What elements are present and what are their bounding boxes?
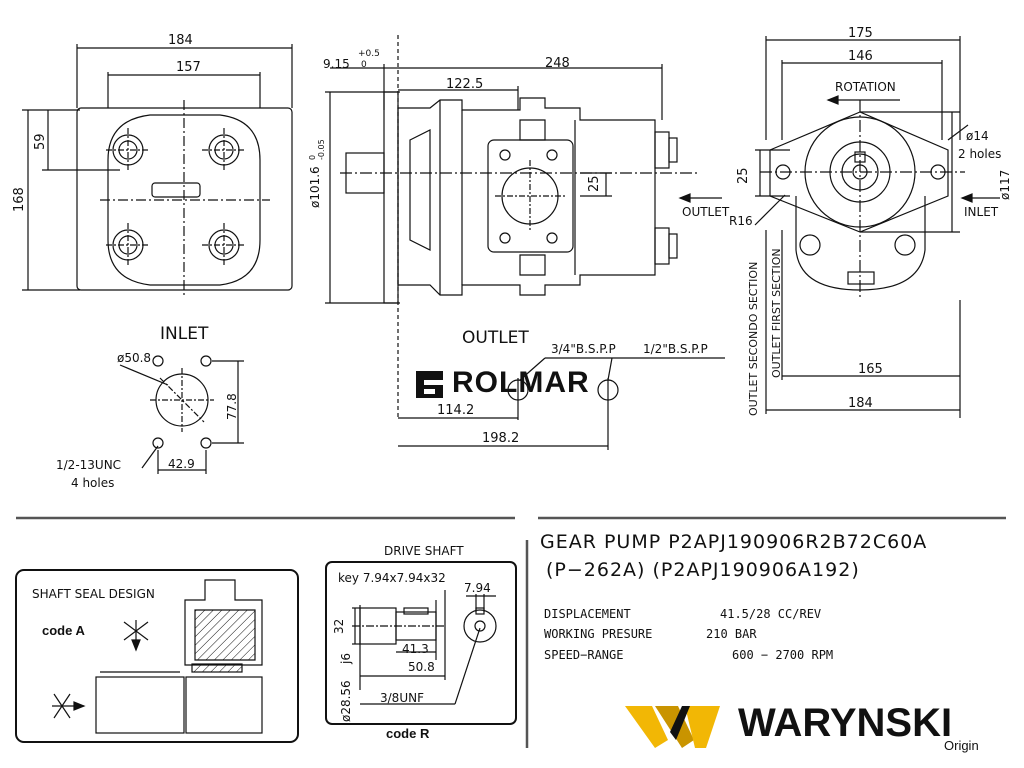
dim-unf: 3/8UNF: [380, 691, 424, 705]
dim-9-15: 9.15: [323, 57, 350, 71]
warynski-origin-text: Origin: [944, 738, 979, 753]
spec-value: 600 − 2700 RPM: [732, 648, 834, 662]
spec-row: WORKING PRESURE 210 BAR: [544, 628, 904, 649]
end-view: [754, 36, 1000, 418]
dim-101-6-tol: 0 -0.05: [308, 139, 326, 160]
outlet-side-label: OUTLET: [682, 205, 730, 219]
dim-25-mid: 25: [587, 175, 602, 192]
dim-59: 59: [33, 133, 48, 150]
dim-28-56: ø28.56: [339, 680, 353, 722]
dim-157: 157: [176, 60, 201, 75]
outlet-label: OUTLET: [462, 328, 529, 348]
left-port-view: [22, 44, 293, 296]
bsp-1-2: 1/2"B.S.P.P: [643, 342, 708, 356]
dim-9-15-tol-low: 0: [361, 60, 367, 70]
warynski-logo-text: WARYNSKI: [738, 701, 953, 745]
dim-42-9: 42.9: [168, 457, 195, 471]
dim-7-94: 7.94: [464, 581, 491, 595]
dim-198-2: 198.2: [482, 431, 520, 446]
dim-9-15-tol-up: +0.5: [358, 49, 380, 59]
dim-key: key 7.94x7.94x32: [338, 571, 446, 585]
code-a-label: code A: [42, 623, 85, 638]
rolmar-logo-text: ROLMAR: [452, 366, 590, 399]
spec-value: 41.5/28 CC/REV: [720, 607, 822, 621]
dim-r16: R16: [729, 214, 753, 228]
dim-146: 146: [848, 49, 873, 64]
rotation-label: ROTATION: [835, 80, 896, 94]
shaft-seal-box: [15, 569, 299, 743]
side-view: [325, 35, 725, 450]
dim-41-3: 41.3: [402, 642, 429, 656]
rolmar-logo-mark: [416, 371, 443, 398]
spec-name: DISPLACEMENT: [544, 607, 631, 621]
code-r-label: code R: [386, 726, 430, 741]
spec-name: WORKING PRESURE: [544, 627, 653, 641]
dim-50-8-shaft: 50.8: [408, 660, 435, 674]
outlet-first-section-label: OUTLET FIRST SECTION: [770, 248, 783, 378]
shaft-seal-design-label: SHAFT SEAL DESIGN: [32, 587, 155, 601]
dim-50-8: ø50.8: [117, 351, 152, 365]
dim-175: 175: [848, 26, 873, 41]
dim-32: 32: [332, 618, 346, 634]
title-line-2: (P−262A) (P2APJ190906A192): [546, 559, 860, 581]
dim-165: 165: [858, 362, 883, 377]
bsp-3-4: 3/4"B.S.P.P: [551, 342, 616, 356]
spec-name: SPEED−RANGE: [544, 648, 624, 662]
dim-184-bottom: 184: [848, 396, 873, 411]
inlet-flange-detail: [119, 355, 244, 474]
inlet-label: INLET: [160, 324, 209, 344]
outlet-second-section-label: OUTLET SECONDO SECTION: [747, 261, 760, 416]
drive-shaft-box: [325, 561, 517, 725]
dim-122-5: 122.5: [446, 77, 484, 92]
title-line-1: GEAR PUMP P2APJ190906R2B72C60A: [540, 531, 928, 553]
dim-25-right: 25: [736, 167, 751, 184]
dim-168: 168: [12, 187, 27, 212]
dim-101-6: ø101.6: [308, 166, 322, 208]
spec-list: DISPLACEMENT 41.5/28 CC/REV WORKING PRES…: [544, 608, 904, 669]
spec-value: 210 BAR: [706, 627, 757, 641]
dim-holes-2: 2 holes: [958, 147, 1002, 161]
dim-114-2: 114.2: [437, 403, 475, 418]
drive-shaft-label: DRIVE SHAFT: [384, 544, 464, 558]
dim-j6: j6: [339, 653, 353, 664]
dim-holes-4: 4 holes: [71, 476, 115, 490]
dim-77-8: 77.8: [225, 393, 239, 420]
dim-117: ø117: [998, 169, 1012, 200]
warynski-logo-mark: [625, 706, 720, 748]
dim-184-top: 184: [168, 33, 193, 48]
spec-row: DISPLACEMENT 41.5/28 CC/REV: [544, 608, 904, 628]
dim-unc: 1/2-13UNC: [56, 458, 122, 472]
spec-row: SPEED−RANGE 600 − 2700 RPM: [544, 649, 904, 669]
dim-248: 248: [545, 56, 570, 71]
inlet-side-label: INLET: [964, 205, 999, 219]
dim-14: ø14: [966, 129, 989, 143]
